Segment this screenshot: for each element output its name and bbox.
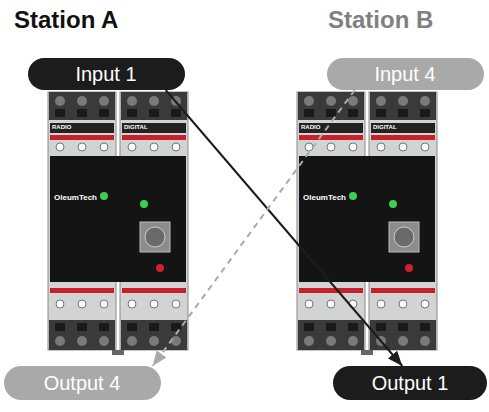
signal-name: Input 1: [75, 64, 136, 84]
signal-name: Input 4: [374, 64, 435, 84]
station-title: Station B: [328, 8, 433, 32]
signal-pill: Output 4: [4, 366, 161, 400]
signal-arrow: [153, 90, 355, 366]
station-title: Station A: [14, 8, 118, 32]
signal-name: Output 4: [44, 373, 121, 393]
module-label: DIGITAL: [124, 124, 148, 130]
signal-name: Output 1: [372, 373, 449, 393]
module-label: RADIO: [52, 124, 71, 130]
module-label: DIGITAL: [373, 124, 397, 130]
signal-pill: Input 1: [28, 58, 185, 90]
brand-name: OleumTech: [303, 194, 346, 202]
signal-pill: Output 1: [333, 366, 487, 400]
io-device: [48, 92, 188, 355]
module-label: RADIO: [301, 124, 320, 130]
brand-name: OleumTech: [54, 194, 97, 202]
signal-pill: Input 4: [327, 58, 484, 90]
signal-arrow: [166, 90, 403, 366]
io-device: [297, 92, 437, 355]
